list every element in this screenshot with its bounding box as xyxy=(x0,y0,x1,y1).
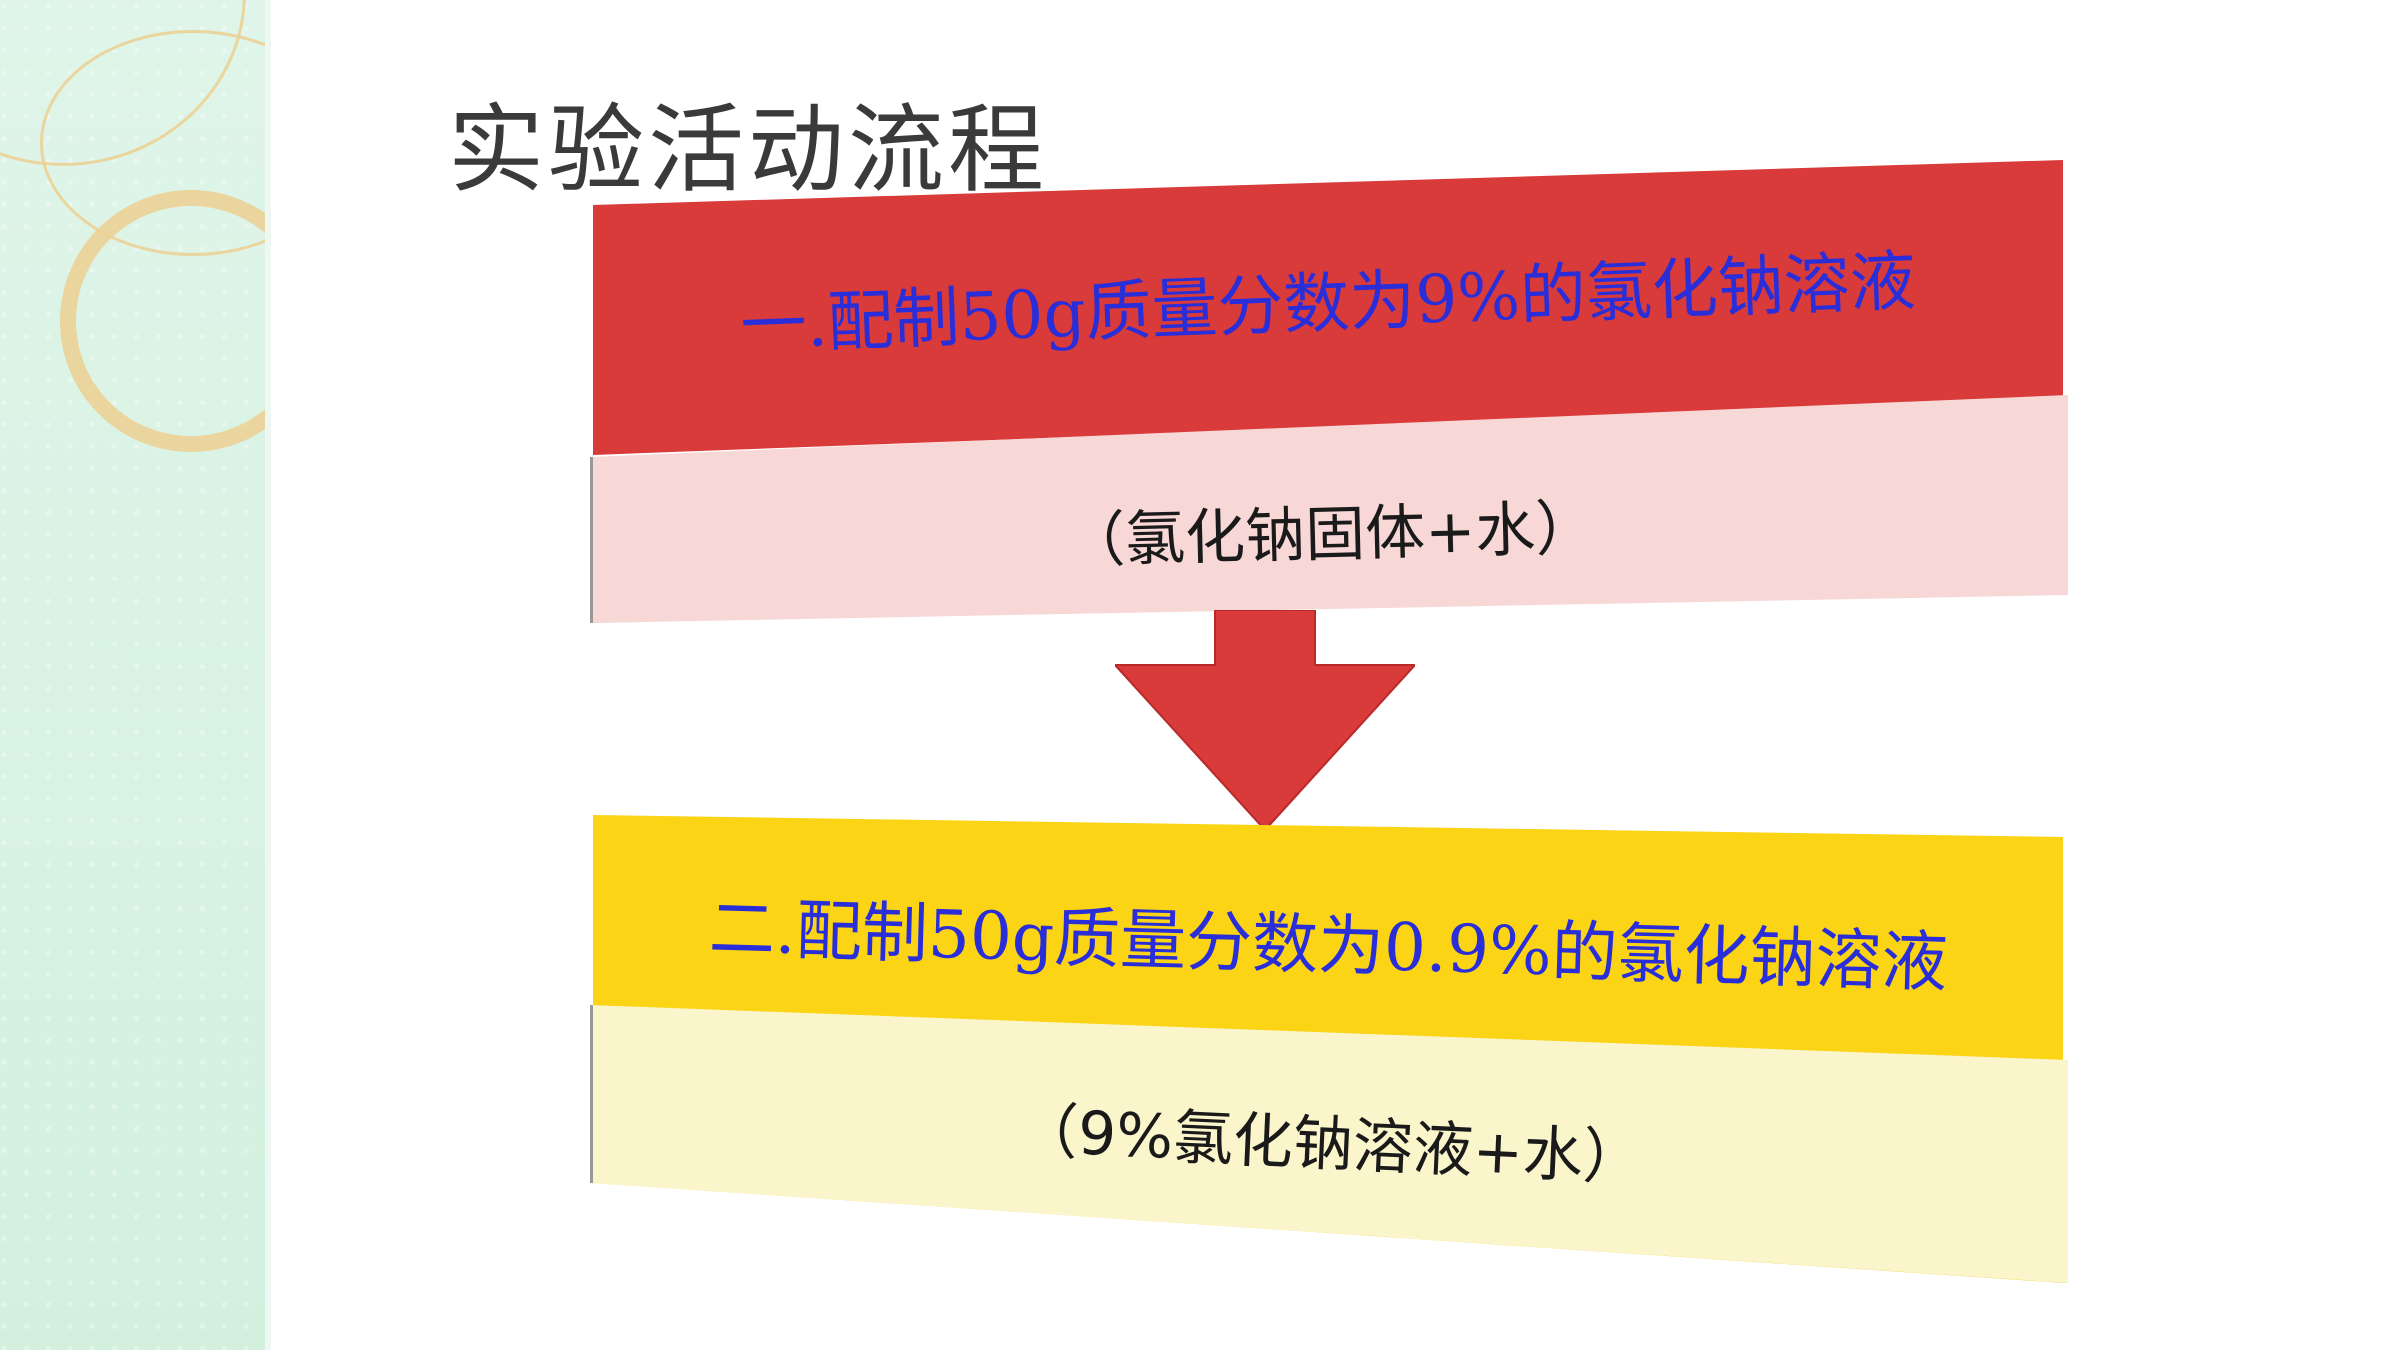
decorative-ring xyxy=(60,190,265,452)
down-arrow-icon xyxy=(1115,610,1415,830)
step2-heading: 二.配制50g质量分数为0.9%的氯化钠溶液 xyxy=(707,889,1949,1002)
decorative-sidebar xyxy=(0,0,271,1350)
page-title: 实验活动流程 xyxy=(448,94,1048,206)
step1-detail: （氯化钠固体+水） xyxy=(1064,493,1597,576)
step1-heading: 一.配制50g质量分数为9%的氯化钠溶液 xyxy=(739,241,1918,365)
step2-detail: （9%氯化钠溶液+水） xyxy=(1016,1095,1645,1194)
